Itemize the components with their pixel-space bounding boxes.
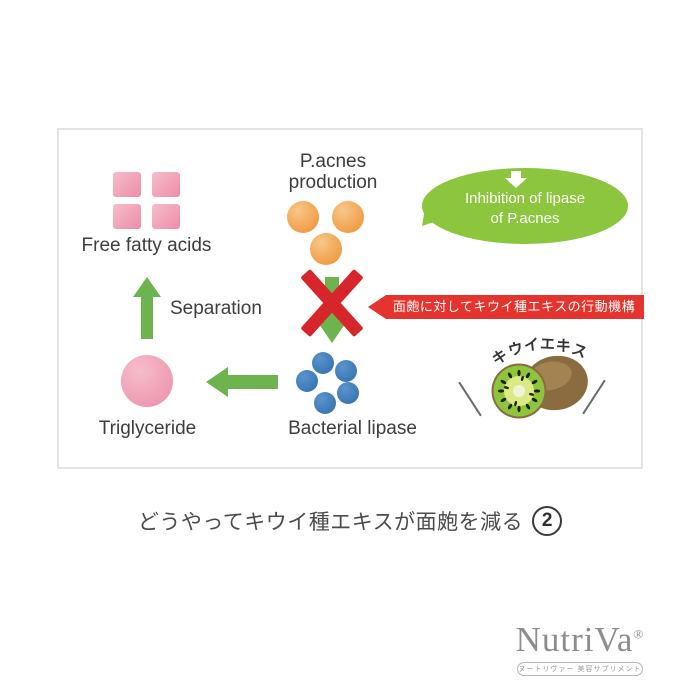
caption-text: どうやってキウイ種エキスが面皰を減る [137,511,524,534]
fatty-acid-square [113,204,141,229]
pacnes-bacterium [287,201,319,233]
pacnes-line2: production [288,172,378,193]
brand-name: NutriVa® [515,620,645,659]
inhibition-line1: Inhibition of lipase [464,190,586,207]
fatty-acid-square [152,172,180,197]
mechanism-banner: 面皰に対してキウイ種エキスの行動機構 [368,295,644,319]
down-arrow-icon [505,178,527,188]
brand-logo: NutriVa® ヌートリヴァー 美容サプリメント [470,620,690,676]
arrow-up-icon [133,277,161,339]
lipase-molecule [312,352,334,374]
registered-mark: ® [633,626,645,642]
lipase-molecule [314,392,336,414]
inhibition-bubble-text: Inhibition of lipase of P.acnes [422,189,628,229]
bacterial-lipase-label: Bacterial lipase [288,418,417,439]
inhibition-line2: of P.acnes [490,210,560,227]
prohibition-cross-icon [300,268,364,338]
brand-tagline: ヌートリヴァー 美容サプリメント [517,662,643,676]
free-fatty-acids-label: Free fatty acids [81,235,212,256]
fatty-acid-square [113,172,141,197]
lipase-molecule [296,370,318,392]
triglyceride-molecule [121,355,173,407]
fatty-acid-square [152,204,180,229]
pacnes-line1: P.acnes [299,151,367,172]
arrow-left-icon [206,367,278,397]
kiwi-fruit-icon [491,355,588,419]
pacnes-production-label: P.acnes production [270,151,396,193]
lipase-molecule [337,382,359,404]
down-arrow-icon [511,171,521,179]
caption: どうやってキウイ種エキスが面皰を減る 2 [0,506,700,536]
lipase-molecule [335,360,357,382]
pacnes-bacterium [332,201,364,233]
step-number-badge: 2 [532,506,563,536]
pacnes-bacterium [310,233,342,265]
separation-label: Separation [170,298,262,319]
triglyceride-label: Triglyceride [98,418,197,439]
